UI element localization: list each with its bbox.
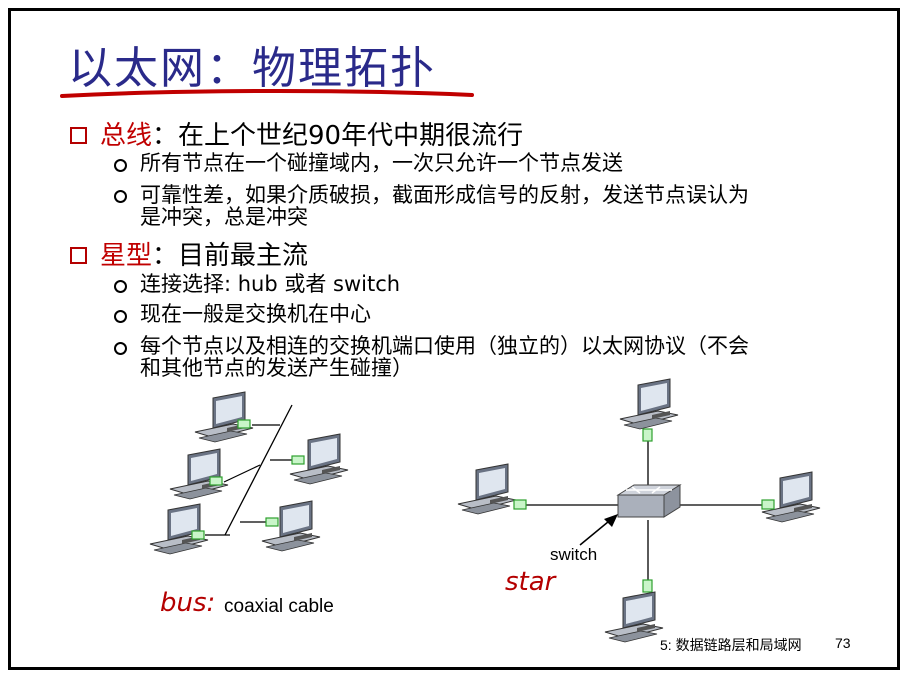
bullet-2: 星型：目前最主流 bbox=[100, 235, 308, 272]
star-pc-icon bbox=[604, 591, 664, 643]
bullet-2-text: ：目前最主流 bbox=[152, 241, 309, 271]
bullet-1-keyword: 总线 bbox=[100, 121, 153, 151]
switch-label: switch bbox=[550, 545, 598, 564]
star-network bbox=[457, 378, 821, 643]
bus-pc-icon bbox=[169, 448, 229, 500]
bullet-2-sub-3-cont: 和其他节点的发送产生碰撞） bbox=[140, 356, 413, 380]
sub-bullet-circle-icon bbox=[114, 310, 127, 323]
footer-chapter: 5: 数据链路层和局域网 bbox=[660, 637, 802, 653]
bullet-1-sub-2-cont: 是冲突，总是冲突 bbox=[140, 205, 308, 229]
sub-bullet-circle-icon bbox=[114, 342, 127, 355]
star-pc-icon bbox=[761, 471, 821, 523]
slide-title: 以太网：物理拓扑 bbox=[68, 43, 436, 94]
slide-frame bbox=[8, 8, 900, 670]
bus-caption: coaxial cable bbox=[224, 596, 334, 617]
footer-page-number: 73 bbox=[835, 635, 851, 651]
sub-bullet-circle-icon bbox=[114, 159, 127, 172]
bullet-2-sub-1: 连接选择: hub 或者 switch bbox=[140, 272, 401, 296]
bullet-square-icon bbox=[70, 127, 87, 144]
bullet-2-sub-3: 每个节点以及相连的交换机端口使用（独立的）以太网协议（不会 bbox=[140, 334, 749, 358]
sub-bullet-circle-icon bbox=[114, 190, 127, 203]
sub-bullet-circle-icon bbox=[114, 280, 127, 293]
bus-pc-icon bbox=[149, 503, 209, 555]
title-underline bbox=[60, 88, 474, 98]
bus-label: bus: bbox=[160, 588, 216, 618]
bullet-square-icon bbox=[70, 247, 87, 264]
bus-network bbox=[149, 391, 349, 555]
star-label: star bbox=[505, 567, 556, 597]
bullet-1-sub-1: 所有节点在一个碰撞域内，一次只允许一个节点发送 bbox=[140, 151, 623, 175]
star-pc-icon bbox=[619, 378, 679, 430]
bullet-2-sub-2: 现在一般是交换机在中心 bbox=[140, 302, 371, 326]
switch-icon bbox=[616, 484, 682, 518]
bullet-1-text: ：在上个世纪90年代中期很流行 bbox=[152, 121, 524, 151]
bullet-2-keyword: 星型 bbox=[100, 241, 153, 271]
bullet-1: 总线：在上个世纪90年代中期很流行 bbox=[100, 115, 523, 152]
bullet-1-sub-2: 可靠性差，如果介质破损，截面形成信号的反射，发送节点误认为 bbox=[140, 183, 749, 207]
star-pc-icon bbox=[457, 463, 517, 515]
bus-pc-icon bbox=[194, 391, 254, 443]
